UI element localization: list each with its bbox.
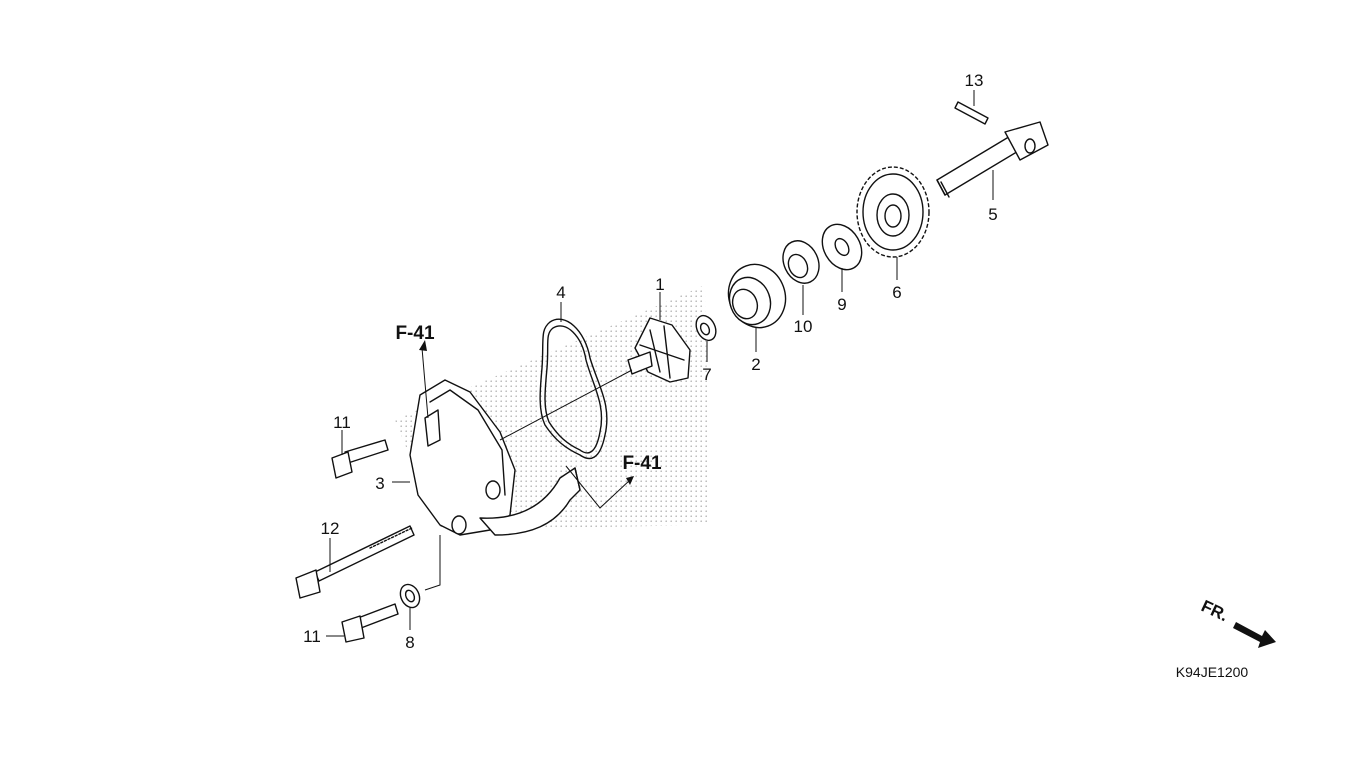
callout-11-lower: 11 xyxy=(303,627,321,646)
reference-arrows xyxy=(419,340,634,509)
part-small-washer xyxy=(695,314,717,362)
callout-3: 3 xyxy=(375,474,384,493)
part-bolt-lower xyxy=(326,603,399,643)
callout-2: 2 xyxy=(751,355,760,374)
reference-label-mid: F-41 xyxy=(622,453,662,474)
callout-6: 6 xyxy=(892,283,901,302)
drawing-code: K94JE1200 xyxy=(1176,664,1249,680)
part-washer-small xyxy=(399,583,421,630)
callout-7: 7 xyxy=(702,365,711,384)
callout-4: 4 xyxy=(556,283,565,302)
arrow-icon xyxy=(1233,622,1276,648)
part-pin xyxy=(954,90,989,125)
part-bolt-upper xyxy=(331,430,389,479)
part-gasket xyxy=(539,302,608,460)
callout-13: 13 xyxy=(965,71,984,90)
part-shaft xyxy=(936,121,1049,200)
part-impeller xyxy=(627,292,691,383)
part-pump-cover xyxy=(392,379,581,591)
callout-10: 10 xyxy=(794,317,813,336)
assembly-axis xyxy=(499,369,633,441)
reference-label-top: F-41 xyxy=(395,323,435,344)
direction-label: FR. xyxy=(1198,596,1231,625)
part-washer xyxy=(821,223,863,292)
callout-9: 9 xyxy=(837,295,846,314)
callout-8: 8 xyxy=(405,633,414,652)
part-bolt-long xyxy=(295,525,415,599)
front-direction-indicator: FR. xyxy=(1198,596,1276,648)
callout-12: 12 xyxy=(321,519,340,538)
callout-11-upper: 11 xyxy=(333,413,351,432)
callout-1: 1 xyxy=(655,275,664,294)
part-gear xyxy=(856,166,930,280)
callout-5: 5 xyxy=(988,205,997,224)
part-bearing xyxy=(782,240,820,315)
part-seal xyxy=(727,263,787,352)
